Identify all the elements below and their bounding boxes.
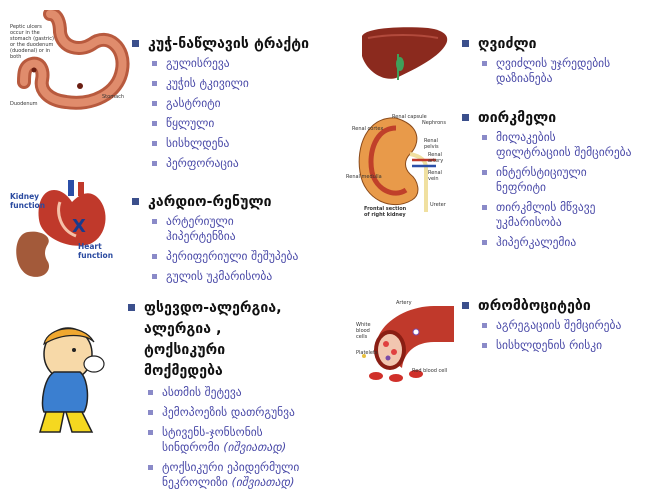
list-item: პერფორაცია	[152, 156, 342, 171]
stomach-stomach-label: Stomach	[102, 94, 125, 100]
list-item: ღვიძლის უჯრედების დაზიანება	[482, 56, 622, 86]
section-heading: კარდიო-რენული	[132, 192, 342, 212]
list-item: ჰიპერკალემია	[482, 235, 632, 250]
kidney-label: Nephrons	[422, 120, 446, 126]
section-heading: ღვიძლი	[462, 34, 642, 54]
list-item: თირკმლის მწვავე უკმარისობა	[482, 200, 632, 230]
list-item: წყლული	[152, 116, 342, 131]
list-item: სტივენს-ჯონსონის სინდრომი (იშვიათად)	[148, 425, 318, 455]
list-item: ინტერსტიციული ნეფრიტი	[482, 165, 632, 195]
blocked-x-icon: X	[72, 216, 86, 237]
kidney-label: Renal vein	[428, 170, 442, 182]
platelets-section: თრომბოციტები აგრეგაციის შემცირება სისხლდ…	[462, 296, 647, 358]
kidney-label: Ureter	[430, 202, 446, 208]
blood-vessel-image: Artery White blood cells Platelets Red b…	[356, 298, 456, 384]
kidney-label: Renal cortex	[352, 126, 384, 132]
kidney-function-label: Kidney function	[10, 192, 46, 210]
list-item: ტოქსიკური ეპიდერმული ნეკროლიზი (იშვიათად…	[148, 460, 318, 490]
cardio-renal-section: კარდიო-რენული არტერიული ჰიპერტენზია პერი…	[132, 192, 342, 289]
section-heading: ფსევდო-ალერგია, ალერგია , ტოქსიკური მოქმ…	[128, 298, 304, 382]
kidney-section-image: Renal cortex Renal capsule Nephrons Rena…	[346, 108, 450, 220]
heart-function-label: Heart function	[78, 242, 114, 260]
allergy-section: ფსევდო-ალერგია, ალერგია , ტოქსიკური მოქმ…	[128, 298, 343, 495]
kidney-list: მილაკების ფილტრაციის შემცირება ინტერსტიც…	[462, 130, 632, 250]
sneezing-child-image	[14, 320, 124, 440]
stomach-caption: Peptic ulcers occur in the stomach (gast…	[10, 24, 54, 60]
list-item: კუჭის ტკივილი	[152, 76, 342, 91]
blood-label: Red blood cell	[412, 368, 448, 374]
section-heading: თრომბოციტები	[462, 296, 647, 316]
kidney-label: Renal artery	[428, 152, 444, 164]
kidney-label: Renal medulla	[346, 174, 382, 180]
list-item: სისხლდენის რისკი	[482, 338, 647, 353]
platelets-list: აგრეგაციის შემცირება სისხლდენის რისკი	[462, 318, 647, 353]
blood-label: Artery	[396, 300, 412, 306]
list-item: გულისრევა	[152, 56, 342, 71]
liver-image	[358, 24, 454, 84]
gi-tract-section: კუჭ-ნაწლავის ტრაქტი გულისრევა კუჭის ტკივ…	[132, 34, 342, 176]
stomach-image: Peptic ulcers occur in the stomach (gast…	[10, 7, 130, 110]
stomach-duodenum-label: Duodenum	[10, 101, 38, 107]
list-item: ჰემოპოეზის დათრგუნვა	[148, 405, 318, 420]
cardio-renal-list: არტერიული ჰიპერტენზია პერიფერიული შეშუპე…	[132, 214, 302, 284]
kidney-label: Renal pelvis	[424, 138, 439, 150]
list-item: არტერიული ჰიპერტენზია	[152, 214, 302, 244]
kidney-caption: Frontal section of right kidney	[364, 206, 407, 218]
list-item: გასტრიტი	[152, 96, 342, 111]
blood-label: White blood cells	[356, 322, 371, 340]
list-item: მილაკების ფილტრაციის შემცირება	[482, 130, 632, 160]
kidney-label: Renal capsule	[392, 114, 427, 120]
list-item: გულის უკმარისობა	[152, 269, 302, 284]
liver-section: ღვიძლი ღვიძლის უჯრედების დაზიანება	[462, 34, 642, 91]
liver-list: ღვიძლის უჯრედების დაზიანება	[462, 56, 622, 86]
list-item: აგრეგაციის შემცირება	[482, 318, 647, 333]
gi-tract-list: გულისრევა კუჭის ტკივილი გასტრიტი წყლული …	[132, 56, 342, 171]
kidney-section: თირკმელი მილაკების ფილტრაციის შემცირება …	[462, 108, 642, 255]
list-item: ასთმის შეტევა	[148, 385, 318, 400]
section-heading: კუჭ-ნაწლავის ტრაქტი	[132, 34, 342, 54]
list-item: სისხლდენა	[152, 136, 342, 151]
list-item: პერიფერიული შეშუპება	[152, 249, 302, 264]
kidney-heart-image: Kidney function Heart function X	[10, 180, 126, 280]
section-heading: თირკმელი	[462, 108, 642, 128]
blood-label: Platelets	[356, 350, 378, 356]
allergy-list: ასთმის შეტევა ჰემოპოეზის დათრგუნვა სტივე…	[128, 385, 318, 490]
